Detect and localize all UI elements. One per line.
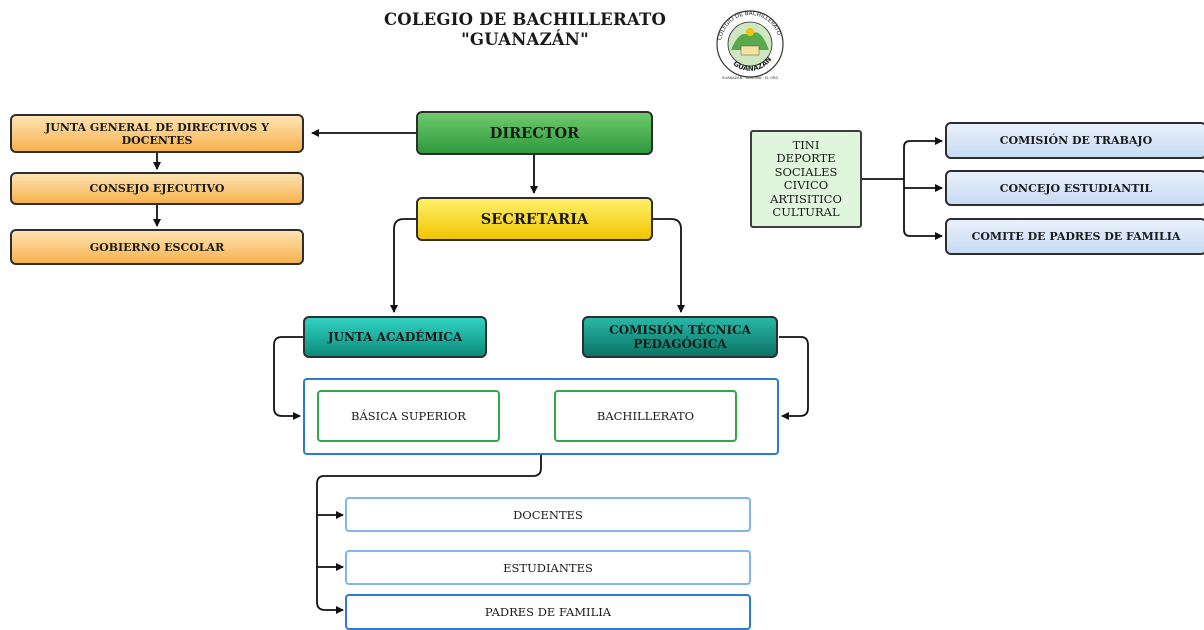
node-concejo-estudiantil: CONCEJO ESTUDIANTIL [945,170,1204,206]
node-estudiantes: ESTUDIANTES [345,550,751,585]
school-seal-logo: COLEGIO DE BACHILLERATO GUANAZAN GUANAZA… [707,8,793,80]
node-consejo-ejecutivo: CONSEJO EJECUTIVO [10,172,304,205]
node-comision-trabajo: COMISIÓN DE TRABAJO [945,122,1204,159]
title-line-1: COLEGIO DE BACHILLERATO [383,10,667,29]
node-comision-tecnica: COMISIÓN TÉCNICA PEDAGÓGICA [582,316,778,358]
page-title: COLEGIO DE BACHILLERATO "GUANAZÁN" [360,10,690,50]
club-item: SOCIALES [774,164,838,179]
node-secretaria: SECRETARIA [416,197,653,241]
node-docentes: DOCENTES [345,497,751,532]
club-item: CULTURAL [772,205,840,219]
node-bachillerato: BACHILLERATO [554,390,737,442]
node-basica-superior: BÁSICA SUPERIOR [317,390,500,442]
node-director: DIRECTOR [416,111,653,155]
node-padres-de-familia: PADRES DE FAMILIA [345,594,751,630]
node-junta-academica: JUNTA ACADÉMICA [303,316,487,358]
node-clubs: TINI DEPORTE SOCIALES CIVICO ARTISITICO … [750,130,862,228]
arrow-secretaria-junta-academica [390,218,417,313]
title-line-2: "GUANAZÁN" [461,30,589,49]
club-item: DEPORTE [776,151,836,165]
arrow-comision-frame [779,336,809,420]
club-item: ARTISITICO [770,191,842,206]
node-junta-general: JUNTA GENERAL DE DIRECTIVOS Y DOCENTES [10,114,304,153]
club-item: CIVICO [783,178,829,192]
seal-caption: GUANAZAN · ZARUMA · EL ORO [722,76,779,80]
arrow-comite-padres [903,179,943,240]
node-gobierno-escolar: GOBIERNO ESCOLAR [10,229,304,265]
arrow-secretaria-comision [653,218,685,313]
connector-frame-list [316,455,542,614]
node-comite-padres: COMITE DE PADRES DE FAMILIA [945,218,1204,255]
club-item: TINI [792,137,820,152]
arrow-junta-academica-frame [273,336,304,420]
arrow-comision-trabajo [903,137,943,179]
